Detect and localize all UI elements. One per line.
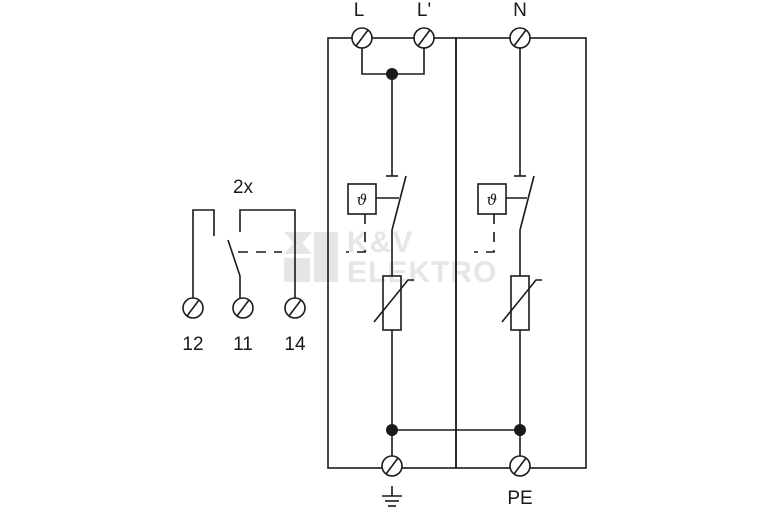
signal-contact bbox=[192, 209, 296, 300]
label-l: L bbox=[354, 0, 365, 21]
terminal-n[interactable] bbox=[509, 27, 531, 49]
ground-icon bbox=[382, 486, 402, 507]
watermark-logo-icon bbox=[284, 232, 338, 282]
junction-dot-top bbox=[386, 68, 398, 80]
watermark-text-1: K&V bbox=[347, 226, 413, 259]
terminal-14[interactable] bbox=[284, 297, 306, 319]
label-11: 11 bbox=[233, 334, 253, 355]
thermal-symbol-left: ϑ bbox=[357, 191, 368, 209]
terminal-pe[interactable] bbox=[509, 455, 531, 477]
terminal-12[interactable] bbox=[182, 297, 204, 319]
label-l-prime: L' bbox=[417, 0, 431, 21]
watermark-text-2: ELEKTRO bbox=[347, 256, 497, 289]
label-pe: PE bbox=[507, 488, 532, 509]
thermal-symbol-right: ϑ bbox=[487, 191, 498, 209]
watermark: K&V ELEKTRO bbox=[284, 226, 497, 289]
junction-dot-bottom-right bbox=[514, 424, 526, 436]
terminal-l-prime[interactable] bbox=[413, 27, 435, 49]
junction-dot-bottom-left bbox=[386, 424, 398, 436]
label-multiplier: 2x bbox=[233, 177, 254, 198]
thermal-box-right: ϑ bbox=[477, 183, 507, 215]
terminal-l[interactable] bbox=[351, 27, 373, 49]
label-14: 14 bbox=[284, 334, 306, 355]
terminal-earth[interactable] bbox=[381, 455, 403, 477]
module-housing-right bbox=[455, 37, 587, 469]
varistor-right-symbol bbox=[510, 275, 530, 331]
thermal-box-left: ϑ bbox=[347, 183, 377, 215]
terminal-11[interactable] bbox=[232, 297, 254, 319]
phase-path bbox=[346, 38, 425, 464]
label-12: 12 bbox=[182, 334, 203, 355]
neutral-path bbox=[474, 38, 542, 464]
label-n: N bbox=[513, 0, 527, 21]
